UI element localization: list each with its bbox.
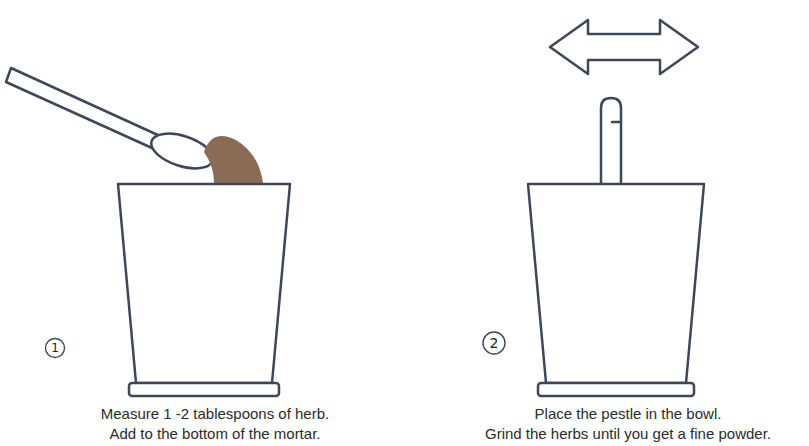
step-circle (483, 332, 505, 354)
step-caption: Add to the bottom of the mortar. (110, 425, 321, 443)
pestle-mark (612, 121, 621, 124)
step-caption: Measure 1 -2 tablespoons of herb. (101, 405, 329, 423)
motion-arrow (550, 20, 698, 74)
mortar-base (538, 383, 694, 396)
pestle (601, 98, 621, 185)
spoon-handle (6, 68, 160, 148)
step-caption: Place the pestle in the bowl. (535, 405, 722, 423)
mortar-bowl (118, 184, 290, 383)
mortar-base (129, 383, 279, 396)
step-number: 1 (51, 341, 59, 356)
herb-pile (204, 136, 263, 183)
mortar-bowl (528, 184, 704, 383)
step-number: 2 (490, 335, 499, 352)
step-circle (46, 339, 65, 358)
step-caption: Grind the herbs until you get a fine pow… (485, 425, 771, 443)
